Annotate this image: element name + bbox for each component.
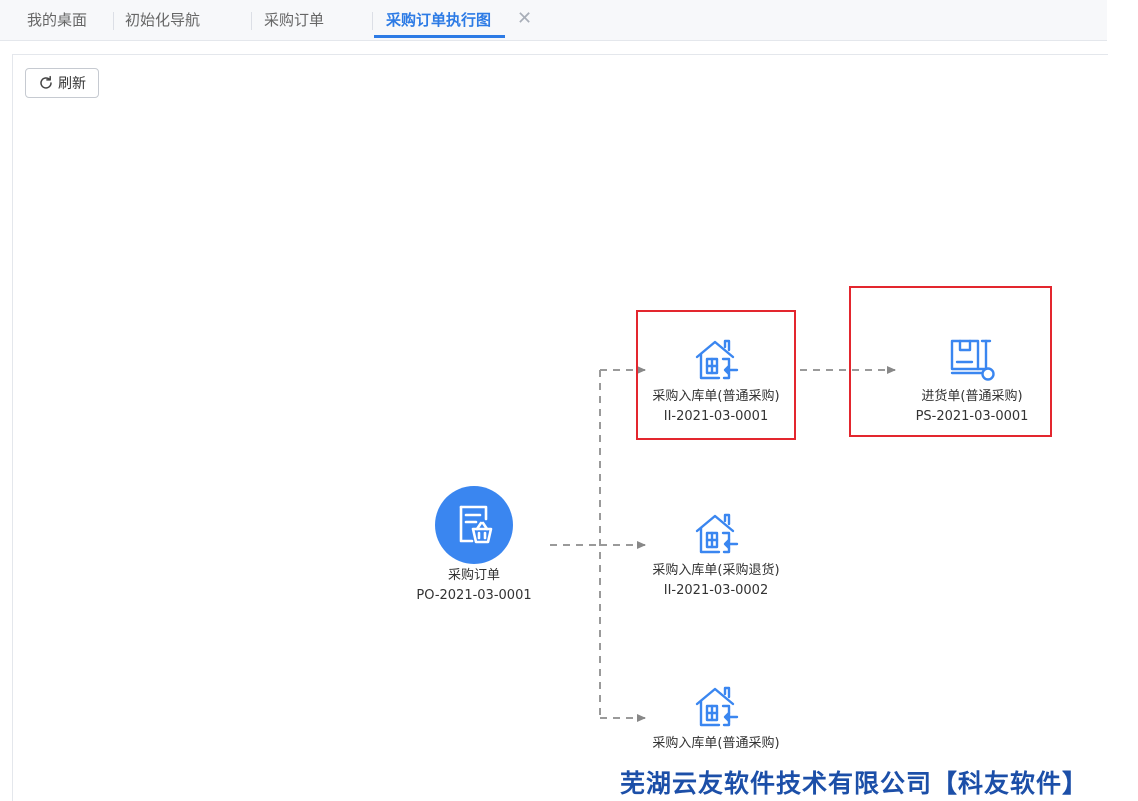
flow-node-goods-receipt[interactable]: 进货单(普通采购) PS-2021-03-0001	[902, 337, 1042, 427]
warehouse-inbound-icon	[695, 339, 739, 380]
flow-node-inbound-return[interactable]: 采购入库单(采购退货) II-2021-03-0002	[646, 511, 786, 601]
goods-receipt-cart-icon	[950, 339, 995, 381]
tab-divider	[372, 12, 373, 30]
refresh-icon	[40, 75, 52, 89]
node-title: 采购入库单(采购退货)	[652, 563, 780, 578]
tab-bar: 我的桌面 初始化导航 采购订单 采购订单执行图 ✕	[0, 0, 1107, 41]
tab-init-navigation[interactable]: 初始化导航	[125, 11, 201, 29]
node-code: PS-2021-03-0001	[915, 409, 1029, 424]
close-tab-icon[interactable]: ✕	[517, 8, 533, 29]
tab-my-desktop[interactable]: 我的桌面	[27, 11, 88, 29]
refresh-label: 刷新	[58, 76, 86, 92]
node-code: PO-2021-03-0001	[416, 588, 532, 603]
highlight-box-inbound	[636, 310, 796, 440]
warehouse-inbound-icon	[695, 513, 739, 554]
tab-purchase-order[interactable]: 采购订单	[264, 11, 325, 29]
node-title: 进货单(普通采购)	[921, 389, 1023, 404]
warehouse-inbound-icon	[695, 686, 739, 727]
node-title: 采购订单	[447, 568, 500, 583]
company-watermark: 芜湖云友软件技术有限公司【科友软件】	[620, 769, 1089, 798]
tab-divider	[113, 12, 114, 30]
flow-node-inbound-normal-1[interactable]: 采购入库单(普通采购) II-2021-03-0001	[646, 337, 786, 427]
node-title: 采购入库单(普通采购)	[652, 389, 780, 404]
refresh-button[interactable]: 刷新	[25, 68, 99, 98]
purchase-order-icon	[435, 486, 513, 564]
node-code: II-2021-03-0002	[663, 583, 769, 598]
node-title: 采购入库单(普通采购)	[652, 736, 780, 751]
flow-node-inbound-normal-2[interactable]: 采购入库单(普通采购)	[646, 684, 786, 754]
flow-node-purchase-order[interactable]: 采购订单 PO-2021-03-0001	[404, 485, 544, 606]
node-code: II-2021-03-0001	[663, 409, 769, 424]
tab-purchase-order-execution-graph[interactable]: 采购订单执行图	[373, 0, 506, 40]
highlight-box-goods-receipt	[849, 286, 1052, 437]
execution-graph-panel	[12, 54, 1108, 801]
tab-divider	[251, 12, 252, 30]
